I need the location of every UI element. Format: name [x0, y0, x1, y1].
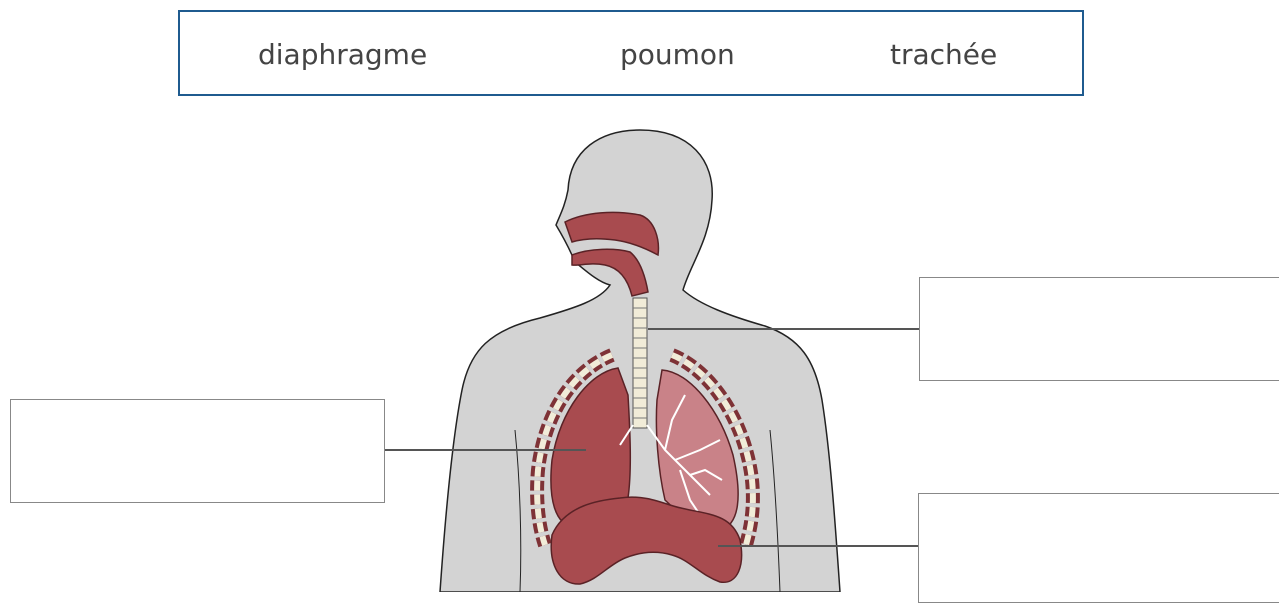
word-bank: diaphragme poumon trachée: [178, 10, 1084, 96]
drop-zone-trachea[interactable]: [919, 277, 1279, 381]
word-tile-diaphragme[interactable]: diaphragme: [258, 39, 427, 71]
drop-zone-diaphragm[interactable]: [918, 493, 1279, 603]
word-tile-poumon[interactable]: poumon: [620, 39, 735, 71]
word-tile-trachee[interactable]: trachée: [890, 39, 997, 71]
drop-zone-lung[interactable]: [10, 399, 385, 503]
